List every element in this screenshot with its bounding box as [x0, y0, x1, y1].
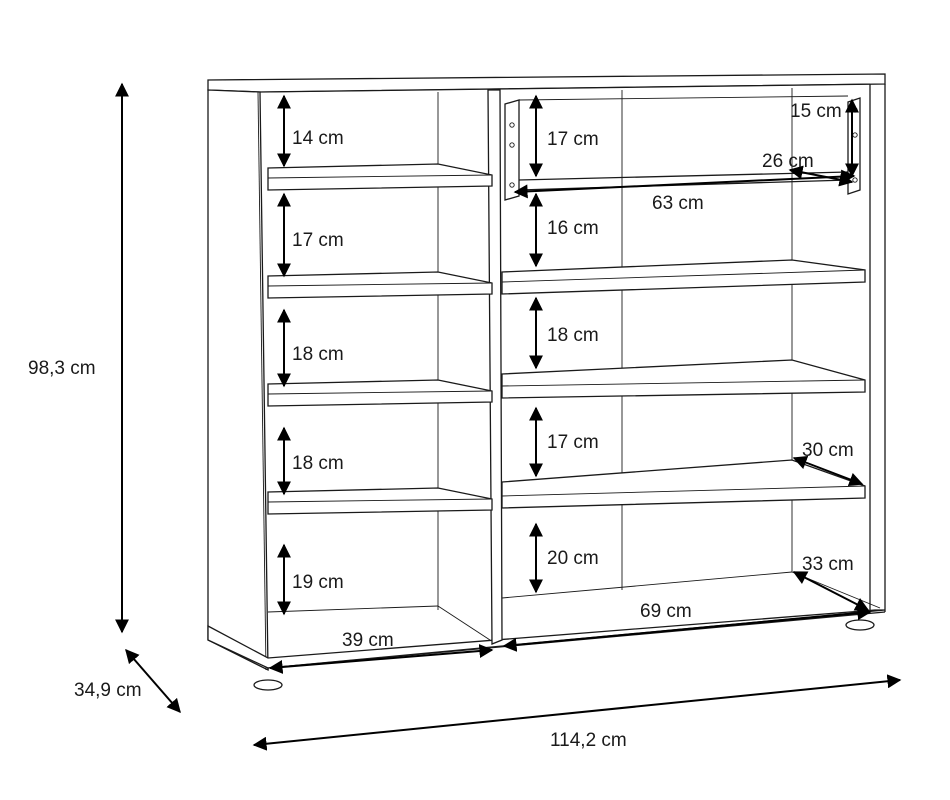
depth-arrow — [125, 648, 181, 714]
bottom-depth-label: 33 cm — [802, 554, 854, 575]
plinth — [207, 609, 886, 669]
center-divider — [487, 89, 503, 645]
left-shelves — [267, 163, 493, 641]
width-arrow — [252, 674, 902, 751]
right-compartment-5-label: 20 cm — [547, 548, 599, 569]
right-compartment-3-label: 18 cm — [547, 325, 599, 346]
left-compartment-2-label: 17 cm — [292, 230, 344, 251]
left-compartment-4-label: 18 cm — [292, 453, 344, 474]
drawer-left-runner — [504, 99, 520, 201]
left-compartment-3-label: 18 cm — [292, 344, 344, 365]
dimension-labels: 98,3 cm 34,9 cm 114,2 cm 14 cm 17 cm 18 … — [28, 101, 854, 751]
drawer-depth-label: 26 cm — [762, 151, 814, 172]
drawer-width-label: 63 cm — [652, 193, 704, 214]
right-compartment-1-label: 17 cm — [547, 129, 599, 150]
right-width-label: 69 cm — [640, 601, 692, 622]
depth-label: 34,9 cm — [74, 680, 142, 701]
right-compartment-4-label: 17 cm — [547, 432, 599, 453]
left-compartment-5-label: 19 cm — [292, 572, 344, 593]
shelf-depth-label: 30 cm — [802, 440, 854, 461]
right-compartment-2-label: 16 cm — [547, 218, 599, 239]
right-shelves — [501, 259, 881, 609]
dimension-arrows — [115, 82, 902, 751]
foot-left — [253, 679, 283, 691]
height-label: 98,3 cm — [28, 358, 96, 379]
foot-right — [845, 619, 875, 631]
top-board — [207, 73, 886, 93]
left-compartment-1-label: 14 cm — [292, 128, 344, 149]
drawer-height-label: 15 cm — [790, 101, 842, 122]
left-width-label: 39 cm — [342, 630, 394, 651]
width-label: 114,2 cm — [550, 730, 627, 751]
